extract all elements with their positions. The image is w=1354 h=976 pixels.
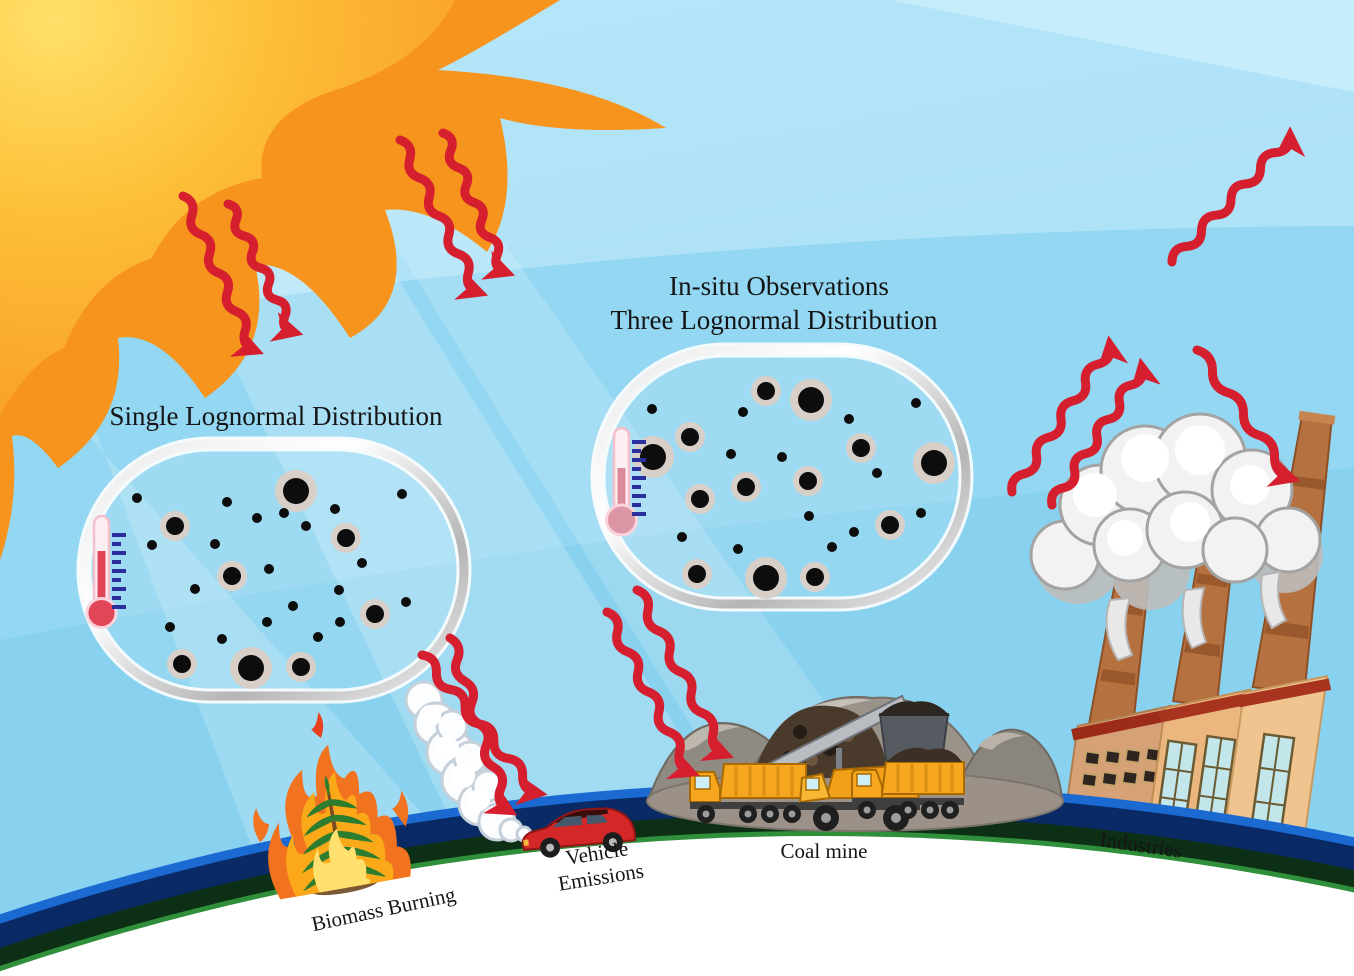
aerosol-particle-icon: [921, 450, 947, 476]
aerosol-particle-icon: [872, 468, 882, 478]
radiation-arrow-icon: [1047, 357, 1161, 510]
aerosol-particle-icon: [401, 597, 411, 607]
car-icon: [521, 807, 637, 858]
aerosol-particle-icon: [640, 444, 666, 470]
radiation-arrow-icon: [178, 191, 264, 357]
aerosol-particle-icon: [132, 493, 142, 503]
aerosol-particle-icon: [827, 542, 837, 552]
aerosol-particle-icon: [733, 544, 743, 554]
radiation-arrow-icon: [1007, 335, 1129, 497]
sunbeam-icon: [0, 175, 565, 976]
aerosol-particle-icon: [677, 532, 687, 542]
aerosol-particle-icon: [173, 655, 191, 673]
aerosol-particle-icon: [210, 539, 220, 549]
thermometer-icon: [605, 426, 646, 537]
single-lognormal-bubble: [76, 436, 472, 704]
aerosol-particle-icon: [911, 398, 921, 408]
aerosol-particle-icon: [852, 439, 870, 457]
insitu-title-line2: Three Lognormal Distribution: [611, 305, 938, 335]
aerosol-particle-icon: [777, 452, 787, 462]
sky-light-wedge: [890, 0, 1354, 92]
aerosol-particle-icon: [264, 564, 274, 574]
aerosol-particle-icon: [366, 605, 384, 623]
radiation-arrow-icon: [438, 128, 516, 280]
aerosol-particle-icon: [330, 504, 340, 514]
aerosol-particle-icon: [849, 527, 859, 537]
aerosol-particles: [632, 376, 955, 599]
aerosol-particle-icon: [190, 584, 200, 594]
dump-truck-icon: [689, 763, 807, 823]
coal-mine-icon: [646, 694, 1064, 832]
radiation-arrow-icon: [417, 650, 548, 806]
coal-mine-label: Coal mine: [781, 839, 868, 863]
aerosol-particle-icon: [292, 658, 310, 676]
aerosol-particle-icon: [806, 568, 824, 586]
aerosol-particle-icon: [757, 382, 775, 400]
radiation-arrow-icon: [632, 585, 734, 761]
aerosol-particle-icon: [165, 622, 175, 632]
aerosol-particle-icon: [844, 414, 854, 424]
flame-inner: [313, 828, 371, 893]
earth-surface: [0, 782, 1354, 976]
aerosol-particle-icon: [916, 508, 926, 518]
thermometer-icon: [85, 514, 126, 629]
radiation-arrows: [178, 126, 1306, 816]
aerosol-particle-icon: [313, 632, 323, 642]
aerosol-particle-icon: [147, 540, 157, 550]
aerosol-particle-icon: [335, 617, 345, 627]
aerosol-particle-icon: [357, 558, 367, 568]
aerosol-particle-icon: [753, 565, 779, 591]
aerosol-particle-icon: [337, 529, 355, 547]
aerosol-particles: [132, 470, 411, 689]
aerosol-particle-icon: [334, 585, 344, 595]
aerosol-particle-icon: [283, 478, 309, 504]
sun-icon: [0, 0, 666, 560]
aerosol-particle-icon: [799, 472, 817, 490]
thermometer-ticks: [632, 440, 646, 516]
aerosol-particle-icon: [223, 567, 241, 585]
aerosol-particle-icon: [688, 565, 706, 583]
radiation-arrow-icon: [223, 199, 304, 342]
aerosol-particle-icon: [726, 449, 736, 459]
aerosol-particle-icon: [647, 404, 657, 414]
aerosol-particle-icon: [804, 511, 814, 521]
aerosol-particle-icon: [737, 478, 755, 496]
single-lognormal-title: Single Lognormal Distribution: [110, 401, 443, 431]
radiation-arrow-icon: [1167, 126, 1306, 267]
aerosol-particle-icon: [738, 407, 748, 417]
aerosol-particle-icon: [238, 655, 264, 681]
aerosol-particle-icon: [288, 601, 298, 611]
aerosol-particle-icon: [691, 490, 709, 508]
aerosol-particle-icon: [262, 617, 272, 627]
insitu-title-line1: In-situ Observations: [669, 271, 889, 301]
dump-truck-icon: [851, 747, 965, 819]
aerosol-particle-icon: [397, 489, 407, 499]
radiation-arrow-icon: [395, 135, 489, 300]
aerosol-particle-icon: [252, 513, 262, 523]
aerosol-particle-icon: [881, 516, 899, 534]
aerosol-particle-icon: [798, 387, 824, 413]
insitu-three-lognormal-bubble: [590, 342, 974, 612]
radiation-arrow-icon: [602, 607, 700, 780]
aerosol-particle-icon: [166, 517, 184, 535]
radiation-arrow-icon: [1192, 345, 1301, 487]
factory-smoke-icon: [1029, 412, 1323, 662]
biomass-fire-icon: [253, 711, 411, 900]
aerosol-particle-icon: [222, 497, 232, 507]
aerosol-particle-icon: [301, 521, 311, 531]
aerosol-particle-icon: [681, 428, 699, 446]
aerosol-particle-icon: [217, 634, 227, 644]
aerosol-particle-icon: [279, 508, 289, 518]
thermometer-ticks: [112, 533, 126, 609]
